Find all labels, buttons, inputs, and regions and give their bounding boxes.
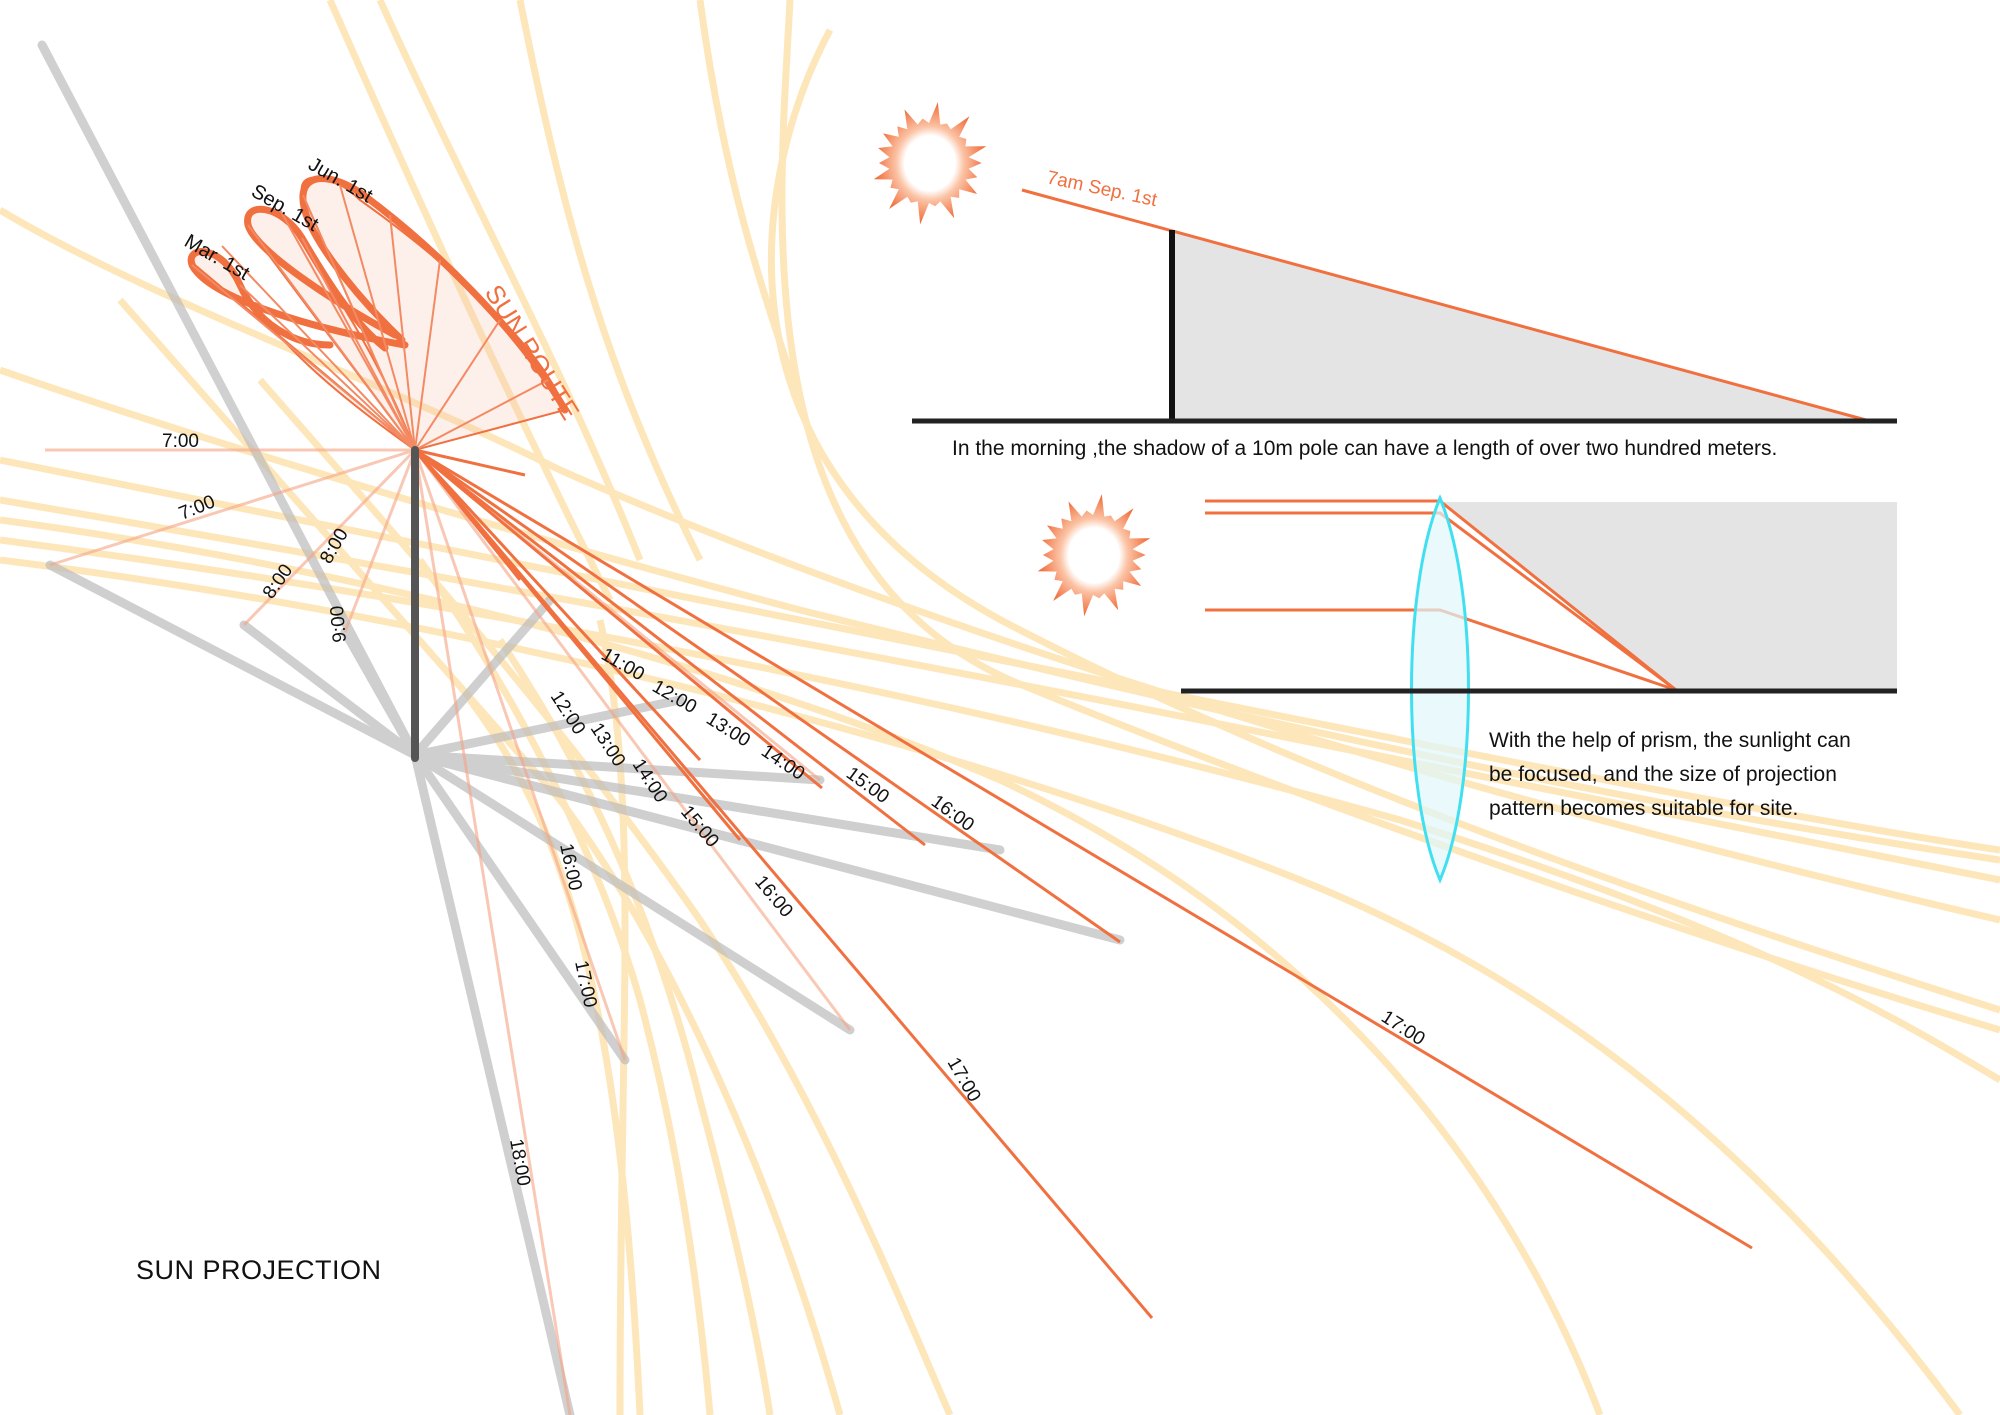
sunlight-curve <box>497 638 774 1415</box>
sunlight-curve <box>0 496 2000 884</box>
sun-time-label: 16:00 <box>927 791 978 836</box>
sun-route-spokes <box>191 184 549 451</box>
sun-icon <box>1037 494 1151 617</box>
sun-ray <box>413 449 1154 1319</box>
sun-route-curves <box>187 175 569 414</box>
sun-time-label: 13:00 <box>702 708 753 751</box>
sun-ray <box>413 449 522 581</box>
sun-ray <box>413 449 627 1061</box>
prism-caption-line: be focused, and the size of projection <box>1489 763 1837 786</box>
shadow-ray <box>410 595 555 760</box>
sun-ray <box>49 448 416 567</box>
sun-ray <box>414 448 1753 1250</box>
sun-core <box>1069 531 1117 579</box>
sun-ray <box>414 448 823 790</box>
ray-label: 7am Sep. 1st <box>1045 167 1160 211</box>
shadow-ray <box>45 560 420 760</box>
prism-caption: With the help of prism, the sunlight can… <box>1489 724 1969 826</box>
shadow-time-label: 18:00 <box>505 1137 534 1187</box>
focused-shadow-area <box>1440 502 1897 690</box>
shadow-time-label: 17:00 <box>1377 1007 1428 1051</box>
sunlight-curve <box>417 557 714 1415</box>
sun-icon <box>873 102 987 225</box>
sunlight-curve <box>0 206 2000 924</box>
sun-ray <box>413 449 572 1415</box>
pole-shadow-diagram: 7am Sep. 1st <box>912 167 1897 424</box>
diagram-title: SUN PROJECTION <box>136 1255 382 1285</box>
shadow-ray <box>410 750 825 785</box>
shadow-ray <box>239 620 420 760</box>
shadow-ray <box>410 750 630 1065</box>
sunlight-curve <box>596 619 629 1415</box>
sunlight-curve <box>0 516 1604 1415</box>
shadow-ray <box>410 750 855 1035</box>
shadow-ray <box>410 750 575 1415</box>
shadow-time-label: 16:00 <box>555 842 585 893</box>
prism-caption-line: pattern becomes suitable for site. <box>1489 797 1799 820</box>
sun-time-label: 7:00 <box>162 431 199 452</box>
sunlight-curve <box>0 456 2000 854</box>
shadow-time-label: 16:00 <box>750 872 797 922</box>
route-curve-mar <box>187 248 409 349</box>
sun-core <box>905 139 953 187</box>
prism-focus-diagram <box>1181 494 1897 884</box>
sun-ray <box>414 448 1121 944</box>
route-curve-sep <box>244 205 399 352</box>
pole-caption: In the morning ,the shadow of a 10m pole… <box>952 437 1778 460</box>
sunlight-curve <box>467 697 644 1415</box>
sun-ray <box>413 449 852 1031</box>
sun-time-label: 9:00 <box>327 605 351 644</box>
sun-ray <box>343 449 417 633</box>
afternoon-sun-rays <box>413 448 1753 1319</box>
sun-ray-7am <box>1021 188 1867 422</box>
shadow-ray <box>340 627 420 760</box>
sunlight-curve <box>326 0 614 602</box>
sun-ray <box>414 448 926 847</box>
sun-ray <box>242 448 417 627</box>
sunlight-curve <box>0 556 1963 1415</box>
sunlight-curve <box>767 28 2000 1014</box>
shadow-ray <box>410 750 745 845</box>
prism-caption-line: With the help of prism, the sunlight can <box>1489 729 1851 752</box>
sunlight-curve <box>516 0 704 562</box>
route-curve-jun <box>299 175 569 414</box>
sunlight-curve <box>257 377 954 1415</box>
sunlight-curve <box>0 536 2000 1084</box>
shadow-time-label: 17:00 <box>570 959 600 1010</box>
sun-ray <box>413 448 702 762</box>
sun-ray <box>414 448 526 477</box>
sunlight-curve <box>376 0 644 562</box>
